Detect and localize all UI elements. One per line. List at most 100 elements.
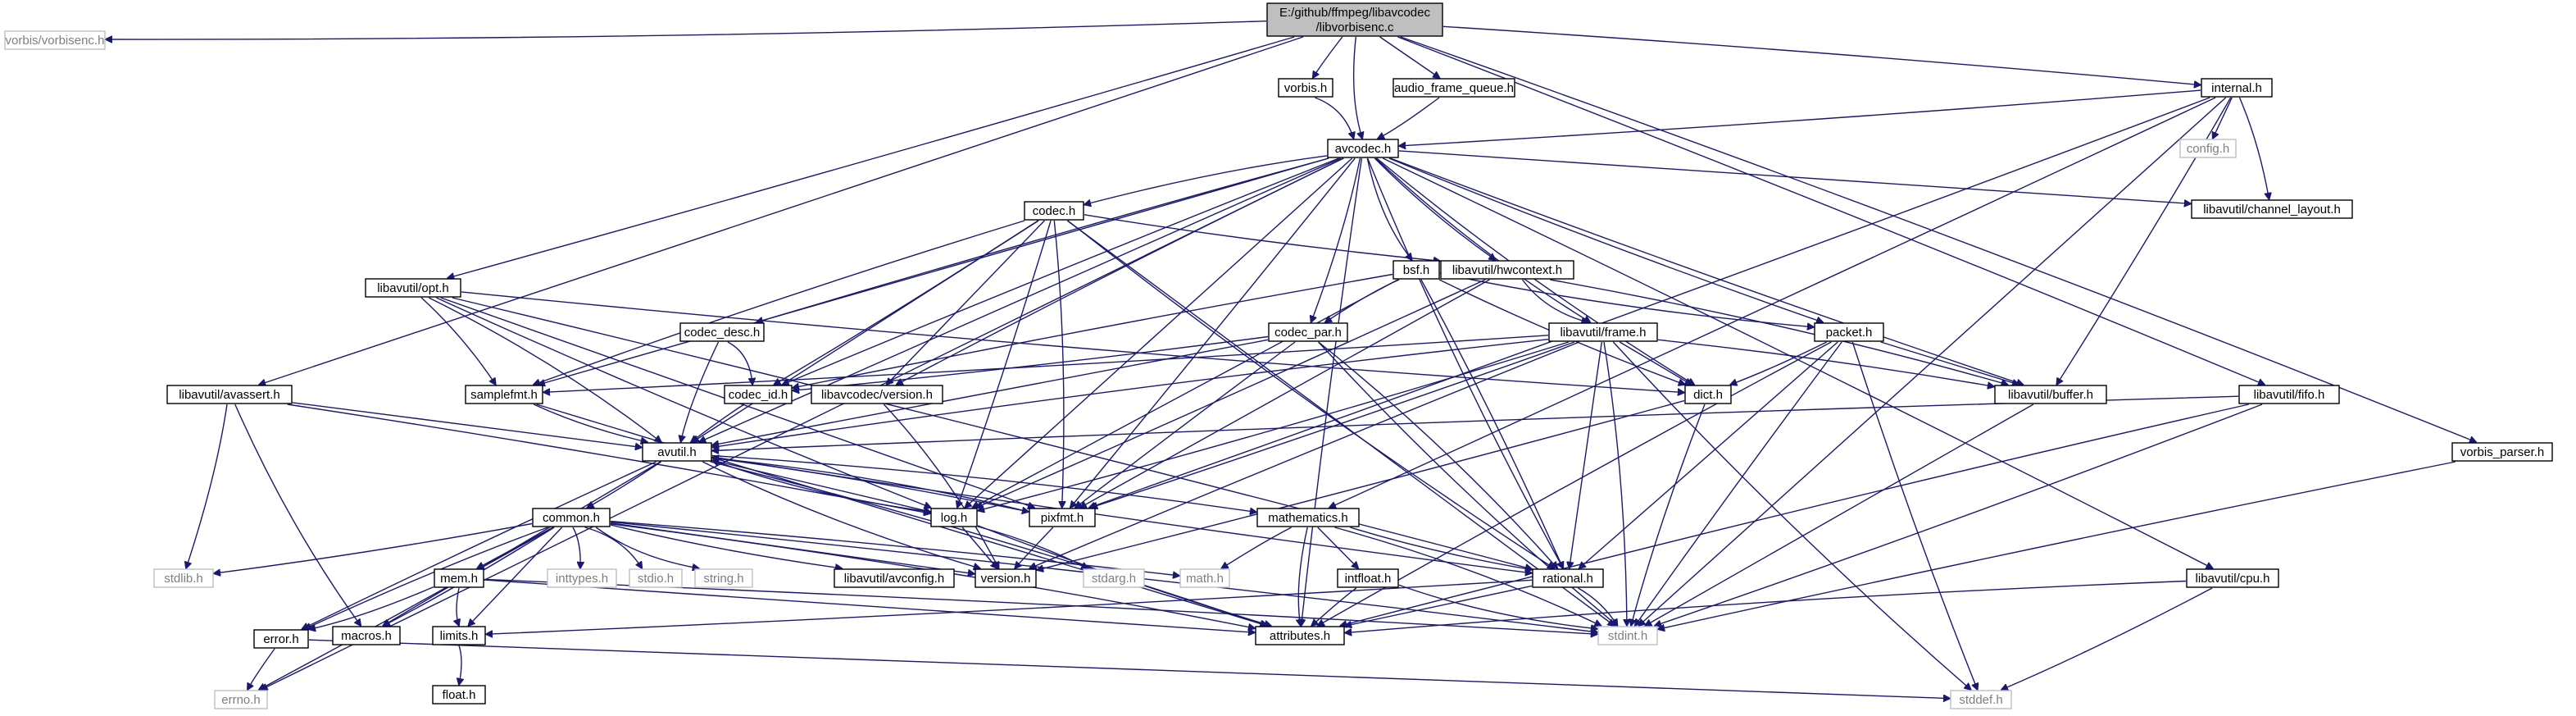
node-macros_h[interactable]: macros.h: [332, 626, 401, 645]
node-frame_h[interactable]: libavutil/frame.h: [1548, 322, 1658, 342]
edge-avassert_h-to-log_h: [287, 404, 930, 513]
edge-fifo_h-to-avutil_h: [712, 395, 2239, 450]
node-inttypes_h[interactable]: inttypes.h: [547, 568, 617, 588]
node-box-mathematics_h: [1256, 508, 1360, 527]
edge-common_h-to-stdlib_h: [214, 522, 533, 574]
node-pixfmt_h[interactable]: pixfmt.h: [1029, 508, 1096, 527]
edge-root-to-internal_h: [1442, 25, 2201, 84]
node-box-codec_h: [1024, 201, 1084, 221]
node-error_h[interactable]: error.h: [253, 629, 309, 649]
edge-opt_h-to-rational_h: [452, 297, 1532, 569]
node-config_h[interactable]: config.h: [2179, 139, 2237, 158]
node-box-errno_h: [214, 690, 268, 709]
node-errno_h[interactable]: errno.h: [214, 690, 268, 709]
edge-rational_h-to-attributes_h: [1345, 585, 1533, 626]
node-box-stdlib_h: [153, 568, 214, 588]
node-vorbisenc_h[interactable]: vorbis/vorbisenc.h: [4, 30, 106, 50]
node-box-packet_h: [1814, 322, 1884, 342]
edge-cpu_h-to-stddef_h: [2001, 587, 2213, 690]
edge-packet_h-to-stdint_h: [1635, 341, 1842, 626]
node-codec_par_h[interactable]: codec_par.h: [1268, 322, 1348, 342]
node-string_h[interactable]: string.h: [694, 568, 753, 588]
node-avcodec_h[interactable]: avcodec.h: [1327, 139, 1399, 158]
node-samplefmt_h[interactable]: samplefmt.h: [465, 385, 543, 404]
node-avutil_h[interactable]: avutil.h: [642, 442, 712, 462]
edge-common_h-to-string_h: [595, 527, 699, 568]
node-hwcontext_h[interactable]: libavutil/hwcontext.h: [1440, 260, 1574, 280]
node-fifo_h[interactable]: libavutil/fifo.h: [2238, 385, 2340, 404]
node-box-mem_h: [434, 568, 484, 588]
node-buffer_h[interactable]: libavutil/buffer.h: [1994, 385, 2107, 404]
node-common_h[interactable]: common.h: [532, 508, 611, 527]
node-channel_layout_h[interactable]: libavutil/channel_layout.h: [2191, 199, 2353, 219]
node-label-float_h: float.h: [443, 688, 476, 702]
edge-avcodec_h-to-codec_id_h: [783, 157, 1339, 385]
node-math_h[interactable]: math.h: [1179, 568, 1230, 588]
node-box-vorbis_h: [1278, 78, 1333, 98]
edge-log_h-to-version_h: [961, 527, 997, 568]
node-box-math_h: [1179, 568, 1230, 588]
node-label-error_h: error.h: [263, 632, 298, 646]
node-packet_h[interactable]: packet.h: [1814, 322, 1884, 342]
edge-internal_h-to-buffer_h: [2056, 97, 2232, 385]
node-intfloat_h[interactable]: intfloat.h: [1337, 568, 1399, 588]
node-root[interactable]: E:/github/ffmpeg/libavcodec/libvorbisenc…: [1266, 2, 1443, 37]
edge-frame_h-to-log_h: [978, 341, 1570, 511]
node-label-lc_version_h: libavcodec/version.h: [821, 388, 933, 402]
node-box-float_h: [432, 685, 486, 705]
node-version_h[interactable]: version.h: [975, 568, 1037, 588]
node-bsf_h[interactable]: bsf.h: [1392, 260, 1440, 280]
node-opt_h[interactable]: libavutil/opt.h: [365, 278, 461, 298]
edge-lc_version_h-to-version_h: [883, 404, 998, 568]
node-dict_h[interactable]: dict.h: [1684, 385, 1732, 404]
edge-frame_h-to-version_h: [1029, 341, 1580, 568]
edge-avutil_h-to-log_h: [711, 459, 930, 512]
edge-audio_frame_queue_h-to-avcodec_h: [1378, 97, 1440, 139]
edge-internal_h-to-avcodec_h: [1399, 89, 2201, 146]
node-float_h[interactable]: float.h: [432, 685, 486, 705]
node-label-codec_par_h: codec_par.h: [1274, 326, 1342, 340]
edge-root-to-avcodec_h: [1352, 36, 1363, 139]
node-rational_h[interactable]: rational.h: [1532, 568, 1604, 588]
node-box-fifo_h: [2238, 385, 2340, 404]
node-internal_h[interactable]: internal.h: [2201, 78, 2273, 98]
node-label-pixfmt_h: pixfmt.h: [1041, 511, 1084, 525]
node-log_h[interactable]: log.h: [930, 508, 978, 527]
node-mathematics_h[interactable]: mathematics.h: [1256, 508, 1360, 527]
node-vorbis_h[interactable]: vorbis.h: [1278, 78, 1333, 98]
node-stdarg_h[interactable]: stdarg.h: [1083, 568, 1145, 588]
node-mem_h[interactable]: mem.h: [434, 568, 484, 588]
node-label-hwcontext_h: libavutil/hwcontext.h: [1452, 263, 1562, 277]
node-codec_desc_h[interactable]: codec_desc.h: [679, 322, 765, 342]
edge-internal_h-to-channel_layout_h: [2238, 97, 2269, 199]
node-codec_h[interactable]: codec.h: [1024, 201, 1084, 221]
edge-bsf_h-to-packet_h: [1439, 272, 1814, 327]
node-stddef_h[interactable]: stddef.h: [1950, 690, 2012, 709]
edge-avassert_h-to-macros_h: [234, 404, 361, 626]
node-label-mathematics_h: mathematics.h: [1268, 511, 1348, 525]
node-lc_version_h[interactable]: libavcodec/version.h: [811, 385, 943, 404]
edge-codec_id_h-to-avutil_h: [691, 404, 745, 442]
node-limits_h[interactable]: limits.h: [432, 626, 486, 645]
node-box-stdio_h: [629, 568, 683, 588]
edge-root-to-fifo_h: [1397, 36, 2265, 385]
node-codec_id_h[interactable]: codec_id.h: [724, 385, 793, 404]
node-attributes_h[interactable]: attributes.h: [1255, 626, 1345, 645]
edge-frame_h-to-dict_h: [1619, 341, 1692, 385]
edge-avcodec_h-to-pixfmt_h: [1070, 157, 1356, 508]
edge-hwcontext_h-to-frame_h: [1521, 279, 1588, 322]
node-box-frame_h: [1548, 322, 1658, 342]
edge-mem_h-to-error_h: [309, 586, 434, 630]
node-audio_frame_queue_h[interactable]: audio_frame_queue.h: [1392, 78, 1515, 98]
edge-root-to-audio_frame_queue_h: [1379, 36, 1440, 78]
node-avconfig_h[interactable]: libavutil/avconfig.h: [834, 568, 955, 588]
node-stdio_h[interactable]: stdio.h: [629, 568, 683, 588]
edge-root-to-vorbis_parser_h: [1400, 36, 2476, 442]
edge-intfloat_h-to-attributes_h: [1311, 587, 1357, 626]
node-stdint_h[interactable]: stdint.h: [1597, 626, 1658, 645]
node-cpu_h[interactable]: libavutil/cpu.h: [2186, 568, 2279, 588]
edge-avcodec_h-to-samplefmt_h: [538, 157, 1329, 385]
node-avassert_h[interactable]: libavutil/avassert.h: [166, 385, 293, 404]
node-stdlib_h[interactable]: stdlib.h: [153, 568, 214, 588]
node-vorbis_parser_h[interactable]: vorbis_parser.h: [2451, 442, 2553, 462]
